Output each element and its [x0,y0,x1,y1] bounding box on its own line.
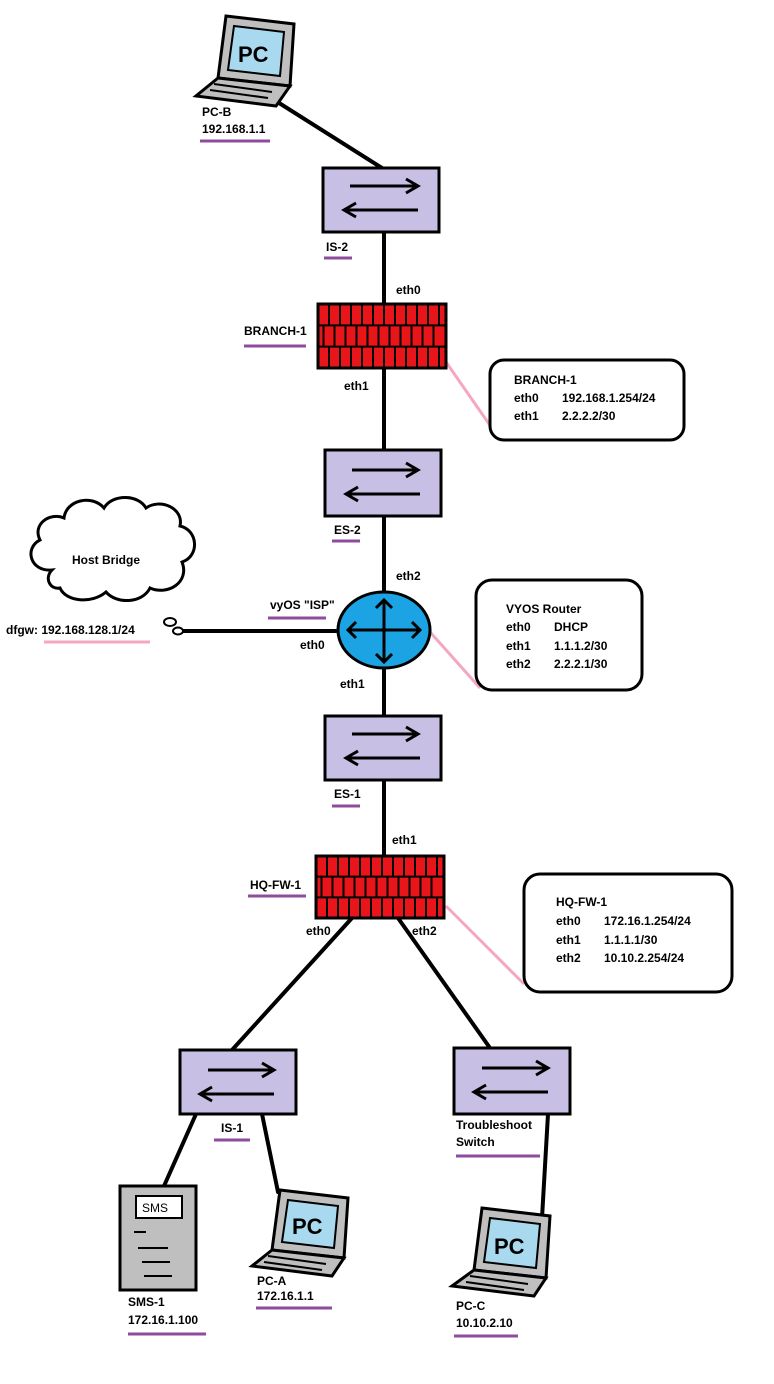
branch-callout-title: BRANCH-1 [514,373,577,387]
pc-a-ip: 172.16.1.1 [257,1289,314,1303]
link-hq-is1 [230,916,354,1052]
vyos-callout-row1-if: eth1 [506,639,531,653]
branch-1-firewall-icon [316,302,448,370]
es-1-name: ES-1 [334,787,361,801]
branch-eth0-label: eth0 [396,283,421,297]
pc-a-name: PC-A [257,1274,287,1288]
isp-name: vyOS "ISP" [270,598,335,612]
isp-eth0-label: eth0 [300,638,325,652]
isp-eth1-label: eth1 [340,677,365,691]
pc-a-screen-label: PC [292,1214,323,1239]
hq-eth0-label: eth0 [306,924,331,938]
vyos-callout-row1-ip: 1.1.1.2/30 [554,639,608,653]
vyos-callout-row2-ip: 2.2.2.1/30 [554,657,608,671]
es-1-switch-icon [323,714,443,782]
host-bridge-cloud-icon [29,496,196,636]
pc-c-name: PC-C [456,1299,486,1313]
hq-callout-row0-if: eth0 [556,914,581,928]
callout-pointers [428,361,526,986]
branch-eth1-label: eth1 [344,379,369,393]
link-is1-pca [260,1112,280,1194]
branch-callout-row1-ip: 2.2.2.2/30 [562,409,616,423]
sms-1-server-icon: SMS [118,1184,198,1292]
troubleshoot-name-line2: Switch [456,1135,495,1149]
isp-eth2-label: eth2 [396,569,421,583]
pc-c-ip: 10.10.2.10 [456,1316,513,1330]
link-troubleshoot-pcc [540,1112,550,1220]
branch-callout-row0-ip: 192.168.1.254/24 [562,391,656,405]
pc-a-laptop-icon: PC [248,1188,350,1278]
branch-1-name: BRANCH-1 [244,324,307,338]
pointer-vyos [428,631,482,689]
hq-fw-1-firewall-icon [314,854,446,920]
host-bridge-dfgw: dfgw: 192.168.128.1/24 [6,623,135,637]
sms-1-ip: 172.16.1.100 [128,1313,198,1327]
branch-callout-row0-if: eth0 [514,391,539,405]
branch-callout-row1-if: eth1 [514,409,539,423]
links [162,94,550,1220]
vyos-callout-row0-if: eth0 [506,620,531,634]
link-hq-troubleshoot [396,916,492,1050]
vyos-callout-row0-ip: DHCP [554,620,588,634]
hq-callout-title: HQ-FW-1 [556,895,607,909]
sms-1-screen-label: SMS [142,1201,168,1215]
host-bridge-name: Host Bridge [72,553,140,567]
hq-fw-1-callout: HQ-FW-1 eth0 172.16.1.254/24 eth1 1.1.1.… [522,872,734,994]
hq-fw-1-name: HQ-FW-1 [250,878,301,892]
es-2-name: ES-2 [334,523,361,537]
vyos-callout-title: VYOS Router [506,602,582,616]
pc-c-screen-label: PC [494,1234,525,1259]
pc-b-name: PC-B [202,105,232,119]
is-1-switch-icon [178,1048,298,1116]
vyos-callout: VYOS Router eth0 DHCP eth1 1.1.1.2/30 et… [474,578,644,692]
troubleshoot-switch-icon [452,1046,572,1116]
es-2-switch-icon [323,448,443,518]
hq-callout-row2-ip: 10.10.2.254/24 [604,951,684,965]
is-2-switch-icon [321,166,441,234]
pc-b-screen-label: PC [238,42,269,67]
link-is1-sms [162,1112,198,1188]
isp-router-icon [336,590,432,670]
hq-callout-row0-ip: 172.16.1.254/24 [604,914,691,928]
hq-callout-row1-ip: 1.1.1.1/30 [604,933,658,947]
link-pcb-is2 [266,94,384,170]
troubleshoot-name-line1: Troubleshoot [456,1118,532,1132]
is-2-name: IS-2 [326,240,348,254]
pointer-hq [444,904,526,986]
vyos-callout-row2-if: eth2 [506,657,531,671]
hq-callout-row1-if: eth1 [556,933,581,947]
pc-b-ip: 192.168.1.1 [202,122,266,136]
is-1-name: IS-1 [221,1121,243,1135]
hq-callout-row2-if: eth2 [556,951,581,965]
branch-1-callout: BRANCH-1 eth0 192.168.1.254/24 eth1 2.2.… [488,358,686,442]
pc-b-laptop-icon: PC [192,14,296,108]
hq-eth1-label: eth1 [392,833,417,847]
sms-1-name: SMS-1 [128,1295,165,1309]
pc-c-laptop-icon: PC [448,1206,552,1298]
pointer-branch [444,361,498,435]
hq-eth2-label: eth2 [412,924,437,938]
